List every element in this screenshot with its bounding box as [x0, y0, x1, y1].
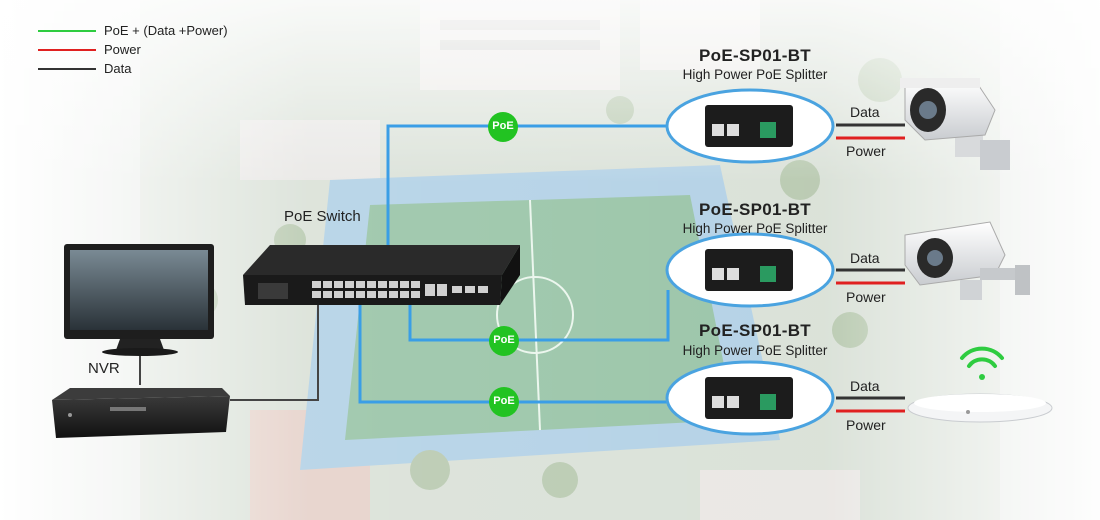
splitter-1 — [665, 88, 835, 164]
splitter-3-data-label: Data — [850, 378, 880, 394]
splitter-1-power-label: Power — [846, 143, 886, 159]
legend-label-poe: PoE + (Data +Power) — [104, 23, 228, 38]
poe-badge-text-1: PoE — [492, 120, 514, 132]
splitter-1-data-label: Data — [850, 104, 880, 120]
splitter-2-data-label: Data — [850, 250, 880, 266]
poe-badge-1 — [488, 112, 518, 142]
wireless-access-point — [907, 393, 1053, 423]
splitter-2-power-label: Power — [846, 289, 886, 305]
splitter-2-title: PoE-SP01-BT — [699, 200, 811, 219]
poe-badge-text-2: PoE — [493, 334, 515, 346]
nvr-label: NVR — [88, 360, 120, 377]
switch-label: PoE Switch — [284, 208, 361, 225]
data-cable-nvr — [230, 298, 319, 401]
splitter-2 — [665, 232, 835, 308]
legend-label-data: Data — [104, 61, 132, 76]
box-camera — [904, 221, 1030, 300]
splitter-3 — [665, 360, 835, 436]
splitter-1-title: PoE-SP01-BT — [699, 46, 811, 65]
splitter-1-subtitle: High Power PoE Splitter — [682, 67, 828, 82]
output-lines — [836, 123, 905, 413]
splitter-3-power-label: Power — [846, 417, 886, 433]
wifi-icon — [960, 346, 1004, 380]
poe-badge-text-3: PoE — [493, 395, 515, 407]
splitter-2-subtitle: High Power PoE Splitter — [682, 221, 828, 236]
poe-badge-3 — [489, 387, 519, 417]
nvr-recorder — [52, 388, 230, 438]
monitor — [64, 244, 214, 356]
poe-cables — [358, 124, 670, 404]
splitter-3-title: PoE-SP01-BT — [699, 321, 811, 340]
legend-label-power: Power — [104, 42, 141, 57]
poe-badge-2 — [489, 326, 519, 356]
bullet-camera — [900, 78, 1010, 170]
poe-switch — [243, 245, 520, 305]
splitter-3-subtitle: High Power PoE Splitter — [682, 343, 828, 358]
